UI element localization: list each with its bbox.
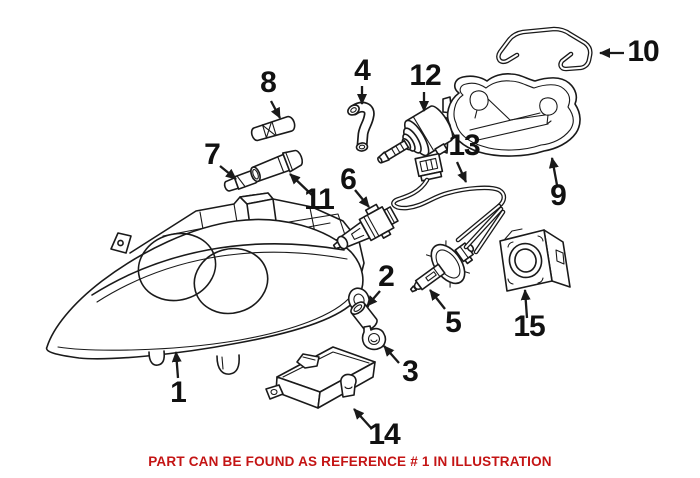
part-13-wiring-harness-drawing [391,152,507,255]
part-label-12: 12 [409,59,441,92]
part-label-7: 7 [204,138,221,171]
part-8-bulb-drawing [250,115,296,142]
part-9-housing-cover-drawing [442,73,581,157]
leader-arrows [171,48,624,430]
part-label-2: 2 [378,260,395,293]
part-12-adjusting-motor-drawing [377,105,454,164]
part-label-3: 3 [402,355,419,388]
part-14-control-module-drawing [265,346,376,409]
part-label-8: 8 [260,66,277,99]
part-label-13: 13 [448,129,480,162]
footer-note: PART CAN BE FOUND AS REFERENCE # 1 IN IL… [148,454,552,469]
part-3-clip-drawing [361,325,387,351]
part-label-1: 1 [170,376,187,409]
part-5-xenon-bulb-drawing [409,240,475,293]
part-6-halogen-bulb-drawing [332,203,399,250]
part-label-5: 5 [445,306,462,339]
part-label-4: 4 [354,54,371,87]
part-label-6: 6 [340,163,357,196]
part-11-bulb-socket-drawing [250,149,304,183]
part-label-14: 14 [368,418,400,451]
part-15-ignitor-box-drawing [499,228,571,292]
part-10-retaining-clip-drawing [496,26,593,72]
part-label-10: 10 [627,35,659,68]
part-label-9: 9 [550,179,567,212]
part-label-15: 15 [513,310,545,343]
part-1-headlight-assembly-drawing [45,192,371,375]
part-4-vent-hose-drawing [347,101,375,152]
part-label-11: 11 [304,183,335,216]
